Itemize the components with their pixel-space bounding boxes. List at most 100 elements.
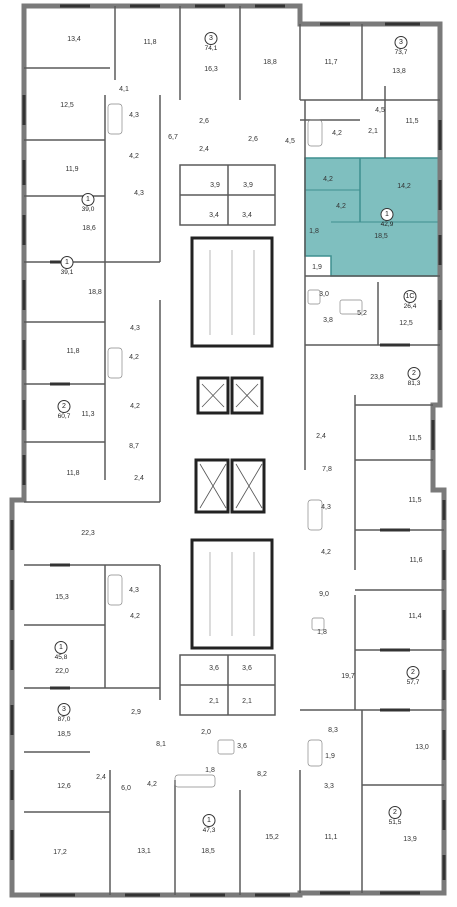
- room-area-label: 2,4: [316, 433, 326, 440]
- room-area-label: 4,3: [130, 325, 140, 332]
- room-area-label: 17,2: [53, 849, 67, 856]
- room-area-label: 4,2: [130, 613, 140, 620]
- room-area-label: 3,9: [243, 182, 253, 189]
- room-count-circle: 2: [407, 367, 421, 380]
- room-area-label: 4,5: [285, 138, 295, 145]
- room-area-label: 2,6: [199, 118, 209, 125]
- room-area-label: 3,0: [319, 291, 329, 298]
- apartment-area: 57,7: [406, 679, 420, 686]
- room-area-label: 18,8: [88, 289, 102, 296]
- room-area-label: 14,2: [397, 183, 411, 190]
- window-marks: [10, 4, 446, 897]
- room-count-circle: 3: [394, 36, 408, 49]
- room-count-circle: 2: [388, 806, 402, 819]
- room-area-label: 11,9: [65, 166, 79, 173]
- room-area-label: 4,2: [129, 153, 139, 160]
- room-area-label: 13,8: [392, 68, 406, 75]
- room-area-label: 11,8: [143, 39, 157, 46]
- room-area-label: 3,6: [242, 665, 252, 672]
- room-area-label: 12,5: [60, 102, 74, 109]
- room-area-label: 18,5: [57, 731, 71, 738]
- room-area-label: 4,2: [129, 354, 139, 361]
- room-area-label: 11,5: [405, 118, 419, 125]
- room-area-label: 13,0: [415, 744, 429, 751]
- room-count-circle: 1: [380, 208, 394, 221]
- room-area-label: 11,7: [324, 59, 338, 66]
- room-area-label: 4,3: [321, 504, 331, 511]
- room-area-label: 16,3: [204, 66, 218, 73]
- room-area-label: 2,1: [209, 698, 219, 705]
- room-area-label: 3,8: [323, 317, 333, 324]
- room-area-label: 4,2: [321, 549, 331, 556]
- interior-walls: [24, 6, 444, 895]
- room-area-label: 4,3: [134, 190, 144, 197]
- room-area-label: 7,8: [322, 466, 332, 473]
- room-area-label: 18,8: [263, 59, 277, 66]
- room-area-label: 2,9: [131, 709, 141, 716]
- room-area-label: 19,7: [341, 673, 355, 680]
- room-area-label: 4,2: [323, 176, 333, 183]
- room-area-label: 4,2: [130, 403, 140, 410]
- apartment-area: 47,3: [202, 827, 216, 834]
- room-area-label: 1,9: [325, 753, 335, 760]
- room-area-label: 11,3: [81, 411, 95, 418]
- apartment-area: 74,1: [204, 45, 218, 52]
- core-walls: [190, 236, 274, 650]
- room-area-label: 13,1: [137, 848, 151, 855]
- room-area-label: 15,3: [55, 594, 69, 601]
- room-area-label: 4,1: [119, 86, 129, 93]
- room-count-circle: 2: [406, 666, 420, 679]
- apartment-area: 81,3: [407, 380, 421, 387]
- room-area-label: 12,5: [399, 320, 413, 327]
- room-count-circle: 1: [81, 193, 95, 206]
- room-area-label: 3,9: [210, 182, 220, 189]
- room-area-label: 2,6: [248, 136, 258, 143]
- room-count-circle: 1: [202, 814, 216, 827]
- room-area-label: 11,1: [324, 834, 338, 841]
- room-area-label: 2,1: [242, 698, 252, 705]
- lift-crosses: [199, 383, 263, 509]
- room-area-label: 18,6: [82, 225, 96, 232]
- room-count-circle: 2: [57, 400, 71, 413]
- room-area-label: 2,1: [368, 128, 378, 135]
- room-area-label: 15,2: [265, 834, 279, 841]
- room-area-label: 11,5: [408, 435, 422, 442]
- room-area-label: 11,5: [408, 497, 422, 504]
- room-area-label: 8,1: [156, 741, 166, 748]
- apartment-area: 39,1: [60, 269, 74, 276]
- room-area-label: 4,2: [336, 203, 346, 210]
- room-area-label: 11,8: [66, 470, 80, 477]
- apartment-area: 42,9: [380, 221, 394, 228]
- room-area-label: 3,4: [242, 212, 252, 219]
- room-area-label: 18,5: [374, 233, 388, 240]
- room-area-label: 11,8: [66, 348, 80, 355]
- room-area-label: 5,2: [357, 310, 367, 317]
- room-area-label: 3,6: [237, 743, 247, 750]
- room-area-label: 22,3: [81, 530, 95, 537]
- room-area-label: 18,5: [201, 848, 215, 855]
- stairs: [209, 250, 255, 636]
- room-count-circle: 3: [57, 703, 71, 716]
- room-area-label: 11,6: [409, 557, 423, 564]
- room-area-label: 23,8: [370, 374, 384, 381]
- room-area-label: 8,3: [328, 727, 338, 734]
- apartment-area: 51,5: [388, 819, 402, 826]
- room-area-label: 3,3: [324, 783, 334, 790]
- room-area-label: 1,8: [205, 767, 215, 774]
- bathroom-fixtures: [107, 103, 363, 788]
- room-area-label: 11,4: [408, 613, 422, 620]
